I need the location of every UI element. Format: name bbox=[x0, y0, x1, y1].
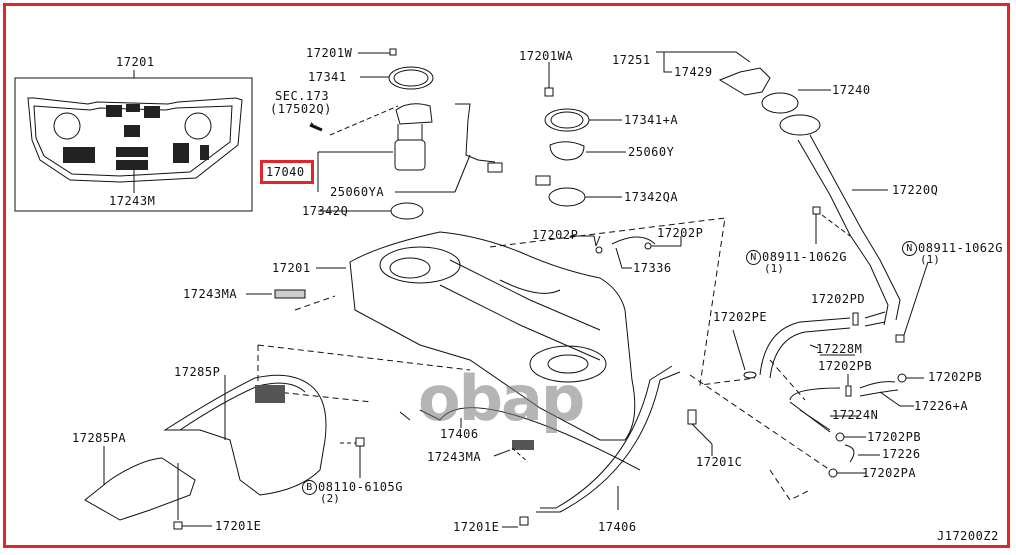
nut-part-number-right: 08911-1062G bbox=[918, 241, 1003, 255]
section-ref-line1: SEC.173 bbox=[275, 89, 330, 103]
part-label-17202p-right[interactable]: 17202P bbox=[657, 226, 704, 240]
part-label-17342qa[interactable]: 17342QA bbox=[624, 190, 679, 204]
part-label-17202pe[interactable]: 17202PE bbox=[713, 310, 768, 324]
part-label-17040[interactable]: 17040 bbox=[266, 165, 305, 179]
part-label-17201c[interactable]: 17201C bbox=[696, 455, 743, 469]
part-label-17228m[interactable]: 17228M bbox=[816, 342, 863, 356]
bolt-part-number: 08110-6105G bbox=[318, 480, 403, 494]
part-label-17201w[interactable]: 17201W bbox=[306, 46, 353, 60]
diagram-frame bbox=[3, 3, 1010, 548]
part-label-17202pa[interactable]: 17202PA bbox=[862, 466, 917, 480]
section-ref-line2: (17502Q) bbox=[270, 102, 332, 116]
inset-tank-outline bbox=[27, 97, 243, 183]
part-label-17224n[interactable]: 17224N bbox=[832, 408, 879, 422]
highlight-box bbox=[260, 160, 314, 184]
part-label-17226[interactable]: 17226 bbox=[882, 447, 921, 461]
n-symbol-icon: N bbox=[746, 250, 761, 265]
part-label-17201-tank[interactable]: 17201 bbox=[272, 261, 311, 275]
part-label-17251[interactable]: 17251 bbox=[612, 53, 651, 67]
part-label-17201wa[interactable]: 17201WA bbox=[519, 49, 574, 63]
part-label-17202p-left[interactable]: 17202P bbox=[532, 228, 579, 242]
watermark-logo: obap bbox=[418, 362, 585, 435]
fuel-pump-left bbox=[388, 66, 503, 220]
part-label-17202pb-mid[interactable]: 17202PB bbox=[818, 359, 873, 373]
b-symbol-icon: B bbox=[302, 480, 317, 495]
part-label-17341a[interactable]: 17341+A bbox=[624, 113, 679, 127]
n-symbol-icon: N bbox=[902, 241, 917, 256]
section-arrow-icon: ➘ bbox=[310, 118, 318, 132]
part-label-17285pa[interactable]: 17285PA bbox=[72, 431, 127, 445]
fuel-pump-right bbox=[535, 62, 590, 207]
inset-pads bbox=[63, 104, 209, 170]
part-label-17336[interactable]: 17336 bbox=[633, 261, 672, 275]
part-label-17226a[interactable]: 17226+A bbox=[914, 399, 969, 413]
inset-label-pad: 17243M bbox=[109, 194, 156, 208]
part-label-17342q[interactable]: 17342Q bbox=[302, 204, 349, 218]
evap-hoses bbox=[570, 235, 924, 501]
part-label-17429[interactable]: 17429 bbox=[674, 65, 713, 79]
part-label-17341[interactable]: 17341 bbox=[308, 70, 347, 84]
part-label-17285p[interactable]: 17285P bbox=[174, 365, 221, 379]
part-label-17201e-left[interactable]: 17201E bbox=[215, 519, 262, 533]
part-label-17220q[interactable]: 17220Q bbox=[892, 183, 939, 197]
bolt-qty: (2) bbox=[320, 492, 340, 505]
inset-label-tank: 17201 bbox=[116, 55, 155, 69]
part-label-25060ya[interactable]: 25060YA bbox=[330, 185, 385, 199]
part-label-17201e-right[interactable]: 17201E bbox=[453, 520, 500, 534]
part-label-17406-lower[interactable]: 17406 bbox=[598, 520, 637, 534]
part-label-17202pd[interactable]: 17202PD bbox=[811, 292, 866, 306]
nut-part-number-left: 08911-1062G bbox=[762, 250, 847, 264]
part-label-17406-upper[interactable]: 17406 bbox=[440, 427, 479, 441]
heat-insulators bbox=[84, 374, 327, 521]
part-label-17240[interactable]: 17240 bbox=[832, 83, 871, 97]
part-label-17202pb-low[interactable]: 17202PB bbox=[867, 430, 922, 444]
part-label-17243ma-bottom[interactable]: 17243MA bbox=[427, 450, 482, 464]
fuel-tank bbox=[274, 231, 636, 441]
diagram-code: J17200Z2 bbox=[937, 529, 999, 543]
fuel-tank-straps bbox=[399, 365, 713, 528]
filler-assembly bbox=[656, 51, 929, 343]
nut-qty-right: (1) bbox=[920, 253, 940, 266]
part-label-17202pb-right[interactable]: 17202PB bbox=[928, 370, 983, 384]
part-label-17243ma-top[interactable]: 17243MA bbox=[183, 287, 238, 301]
part-label-25060y[interactable]: 25060Y bbox=[628, 145, 675, 159]
nut-qty-left: (1) bbox=[764, 262, 784, 275]
